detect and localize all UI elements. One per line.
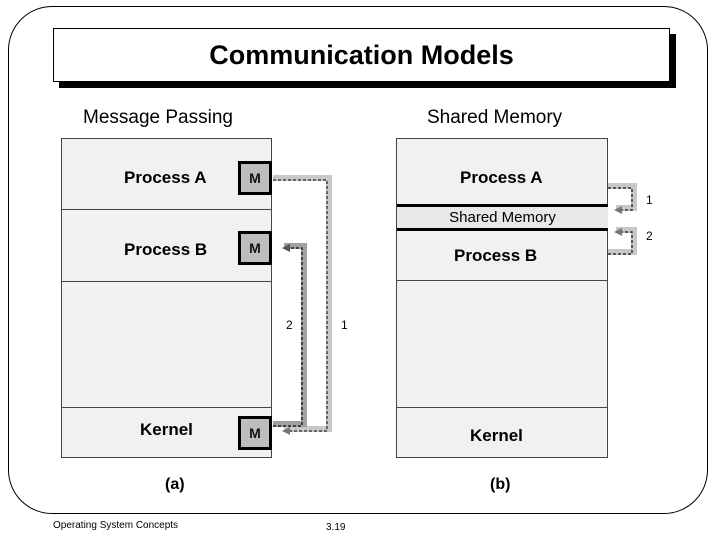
message-box-process-a: M [238,161,272,195]
arrow-label-2: 2 [286,318,293,332]
arrow-2-receive [273,243,307,427]
arrow-label-2: 2 [646,229,653,243]
divider [61,281,272,282]
arrow-label-1: 1 [646,193,653,207]
caption-b: (b) [490,476,511,493]
kernel-label: Kernel [140,420,193,439]
message-passing-heading: Message Passing [83,107,233,128]
caption-a: (a) [165,476,185,493]
divider [61,407,272,408]
arrow-2-read [608,227,637,255]
kernel-label: Kernel [470,426,523,445]
slide-title: Communication Models [53,28,670,82]
message-box-kernel: M [238,416,272,450]
divider [396,407,608,408]
page-number: 3.19 [326,522,346,533]
process-b-label: Process B [454,246,538,265]
divider [61,209,272,210]
arrow-1-send [273,175,332,435]
process-a-label: Process A [460,168,543,187]
arrow-1-write [608,183,637,214]
process-b-label: Process B [124,240,208,259]
arrow-label-1: 1 [341,318,348,332]
footer-course: Operating System Concepts [53,520,179,531]
process-a-label: Process A [124,168,207,187]
divider [396,280,608,281]
shared-memory-heading: Shared Memory [427,107,563,128]
message-box-process-b: M [238,231,272,265]
shared-memory-region: Shared Memory [397,204,608,231]
message-passing-panel [61,138,272,458]
slide-frame [8,6,708,514]
shared-memory-panel [396,138,608,458]
